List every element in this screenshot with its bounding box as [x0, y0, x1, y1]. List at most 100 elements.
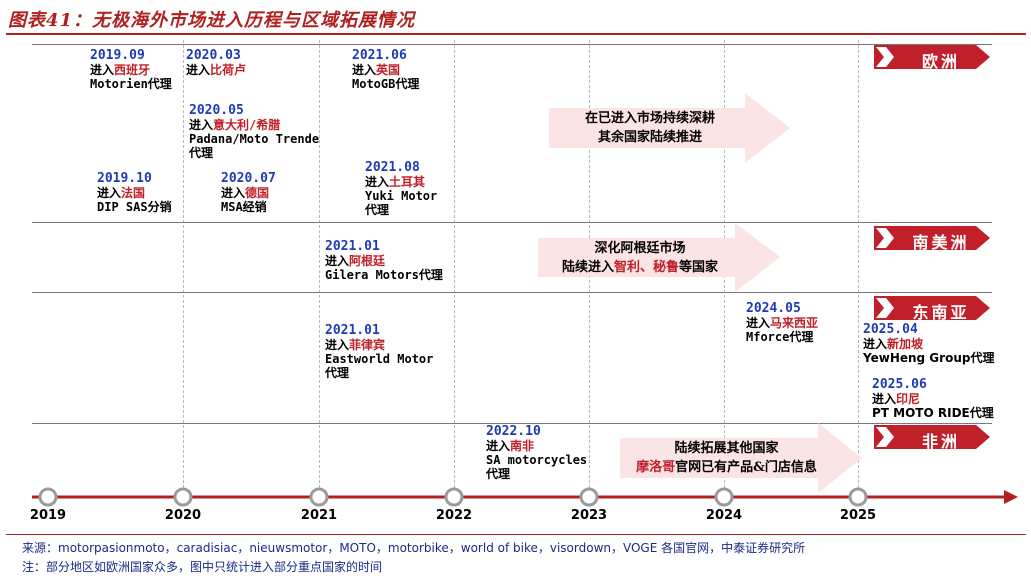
footer-rule [6, 534, 1026, 535]
event-country: 南非 [510, 439, 535, 453]
note-africa: 陆续拓展其他国家 摩洛哥官网已有产品&门店信息 [624, 439, 829, 477]
event-date: 2020.03 [186, 48, 241, 63]
event-date: 2025.04 [863, 322, 918, 337]
region-line-samerica [32, 222, 992, 223]
event-country: 西班牙 [114, 63, 151, 77]
region-tag-europe [874, 45, 990, 69]
event-indonesia: 2025.06 进入印尼 PT MOTO RIDE代理 [872, 377, 994, 421]
region-line-seasia [32, 292, 992, 293]
year-node-2025 [848, 487, 868, 507]
event-country: 德国 [245, 186, 270, 200]
event-partner: Gilera Motors代理 [325, 268, 443, 282]
event-partner-suffix: 代理 [325, 366, 350, 380]
event-partner: Padana/Moto Trende [189, 132, 320, 146]
event-philippines: 2021.01 进入菲律宾 Eastworld Motor 代理 [325, 323, 434, 381]
footer-note: 注：部分地区如欧洲国家众多，图中只统计进入部分重点国家的时间 [22, 560, 383, 574]
event-prefix: 进入 [189, 118, 214, 132]
region-tag-africa [874, 425, 990, 449]
event-prefix: 进入 [325, 338, 350, 352]
region-label-europe: 欧洲 [921, 52, 960, 71]
footer-source: 来源：motorpasionmoto，caradisiac，nieuwsmoto… [22, 541, 806, 555]
event-partner: Eastworld Motor [325, 352, 434, 366]
event-prefix: 进入 [863, 337, 888, 351]
event-country: 新加坡 [887, 337, 924, 351]
event-date: 2024.05 [746, 301, 801, 316]
year-label-2024: 2024 [705, 508, 743, 523]
event-south-africa: 2022.10 进入南非 SA motorcycles 代理 [486, 424, 587, 482]
event-malaysia: 2024.05 进入马来西亚 Mforce代理 [746, 301, 819, 345]
region-line-europe [32, 44, 992, 45]
note-text: 陆续进入 [561, 260, 614, 275]
note-text: 等国家 [679, 260, 719, 275]
event-singapore: 2025.04 进入新加坡 YewHeng Group代理 [863, 322, 995, 366]
year-label-2021: 2021 [300, 508, 338, 523]
region-tag-samerica [874, 226, 990, 250]
event-prefix: 进入 [325, 254, 350, 268]
event-prefix: 进入 [365, 175, 390, 189]
region-tag-seasia [874, 296, 990, 320]
event-country: 比荷卢 [210, 63, 247, 77]
year-label-2019: 2019 [29, 508, 67, 523]
year-node-2021 [309, 487, 329, 507]
note-arrow-samerica [538, 223, 780, 292]
timeline-axis [32, 487, 1018, 507]
axis-arrowhead [1004, 490, 1018, 504]
note-line: 陆续拓展其他国家 [674, 441, 779, 456]
event-turkey: 2021.08 进入土耳其 Yuki Motor 代理 [365, 160, 438, 218]
year-node-2024 [714, 487, 734, 507]
event-france: 2019.10 进入法国 DIP SAS分销 [97, 171, 172, 215]
event-partner: Mforce代理 [746, 330, 814, 344]
year-guide-2025 [858, 40, 859, 488]
event-prefix: 进入 [352, 63, 377, 77]
event-country: 印尼 [896, 392, 921, 406]
note-samerica: 深化阿根廷市场 陆续进入智利、秘鲁等国家 [540, 239, 740, 277]
year-node-2023 [579, 487, 599, 507]
region-line-africa [32, 423, 992, 424]
note-line: 其余国家陆续推进 [597, 130, 702, 145]
note-line: 深化阿根廷市场 [594, 241, 686, 256]
event-partner: MSA经销 [221, 200, 267, 214]
event-country: 马来西亚 [770, 316, 819, 330]
note-europe: 在已进入市场持续深耕 其余国家陆续推进 [555, 109, 745, 147]
region-tags [874, 45, 990, 449]
event-date: 2022.10 [486, 424, 541, 439]
year-label-2025: 2025 [839, 508, 877, 523]
year-node-2020 [173, 487, 193, 507]
event-date: 2021.06 [352, 48, 407, 63]
event-prefix: 进入 [872, 392, 897, 406]
event-partner: YewHeng Group代理 [863, 351, 995, 365]
region-label-samerica: 南美洲 [912, 233, 970, 252]
event-date: 2021.01 [325, 323, 380, 338]
note-arrow-europe [549, 93, 790, 163]
event-date: 2020.07 [221, 171, 276, 186]
page-title: 图表41：无极海外市场进入历程与区域拓展情况 [8, 10, 416, 31]
event-date: 2020.05 [189, 103, 244, 118]
event-prefix: 进入 [486, 439, 511, 453]
event-partner: Motorien代理 [90, 77, 172, 91]
event-date: 2019.10 [97, 171, 152, 186]
event-country: 阿根廷 [349, 254, 386, 268]
event-prefix: 进入 [90, 63, 115, 77]
title-underline [6, 33, 1026, 35]
event-country: 菲律宾 [349, 338, 386, 352]
event-date: 2021.08 [365, 160, 420, 175]
region-label-seasia: 东南亚 [912, 303, 970, 322]
event-country: 英国 [376, 63, 401, 77]
event-partner: DIP SAS分销 [97, 200, 172, 214]
year-label-2020: 2020 [164, 508, 202, 523]
event-partner-suffix: 代理 [365, 203, 390, 217]
event-argentina: 2021.01 进入阿根廷 Gilera Motors代理 [325, 240, 443, 283]
note-arrow-africa [620, 423, 862, 493]
note-line: 在已进入市场持续深耕 [584, 111, 715, 126]
event-partner-suffix: 代理 [486, 467, 511, 481]
event-partner: Yuki Motor [365, 189, 438, 203]
event-uk: 2021.06 进入英国 MotoGB代理 [352, 48, 420, 92]
event-partner: MotoGB代理 [352, 77, 420, 91]
event-benelux: 2020.03 进入比荷卢 [186, 48, 247, 78]
event-italy-greece: 2020.05 进入意大利/希腊 Padana/Moto Trende 代理 [189, 103, 320, 161]
event-date: 2025.06 [872, 377, 927, 392]
event-prefix: 进入 [186, 63, 211, 77]
event-prefix: 进入 [221, 186, 246, 200]
event-prefix: 进入 [746, 316, 771, 330]
